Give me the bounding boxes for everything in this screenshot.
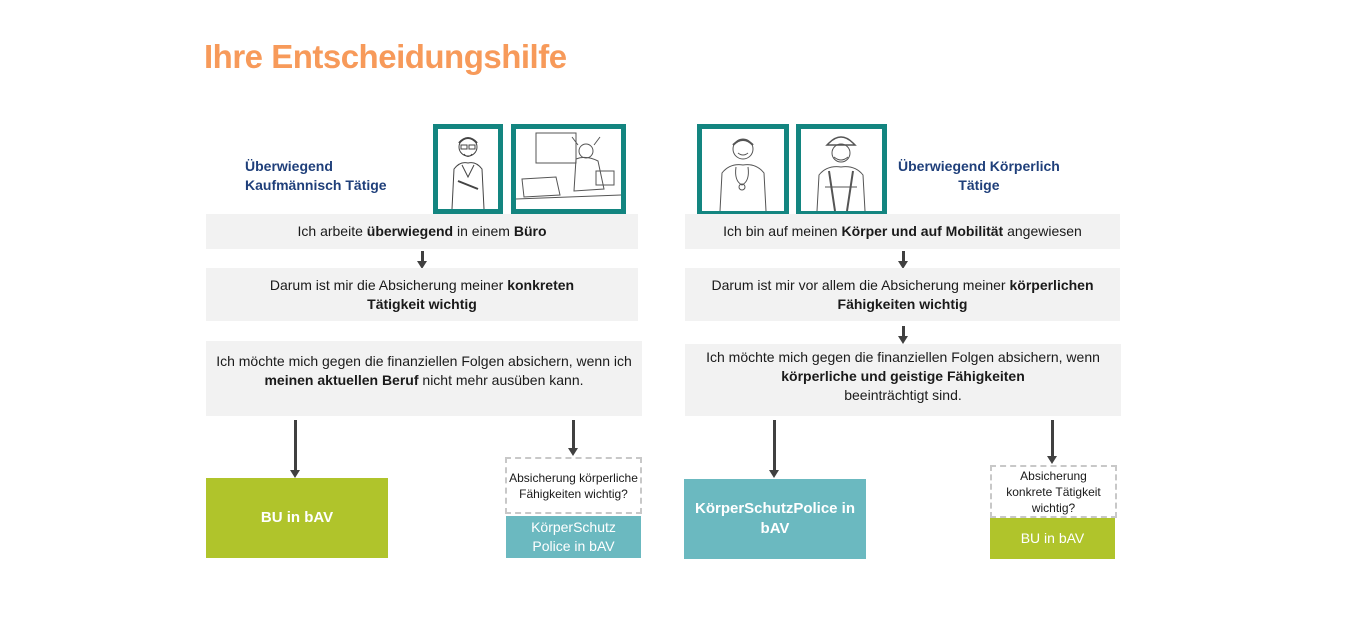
left-arrow-main (290, 420, 300, 478)
construction-worker-portrait-icon (796, 124, 887, 216)
page-title: Ihre Entscheidungshilfe (204, 38, 567, 75)
right-consequence-statement: Ich möchte mich gegen die finanziellen F… (685, 344, 1121, 416)
right-arrow-alt (1047, 420, 1057, 464)
left-result-bu-in-bav: BU in bAV (206, 478, 388, 558)
right-result-koerperschutzpolice: KörperSchutzPolice in bAV (684, 479, 866, 559)
right-body-statement: Ich bin auf meinen Körper und auf Mobili… (685, 214, 1120, 249)
right-arrow-1 (898, 251, 908, 269)
left-result-koerperschutz: KörperSchutz Police in bAV (506, 516, 641, 558)
office-desk-scene-icon (511, 124, 626, 214)
office-worker-portrait-icon (433, 124, 503, 214)
right-arrow-2 (898, 326, 908, 344)
left-office-statement: Ich arbeite überwiegend in einem Büro (206, 214, 638, 249)
nurse-portrait-icon (697, 124, 789, 216)
right-arrow-main (769, 420, 779, 478)
left-arrow-1 (417, 251, 427, 269)
right-heading: Überwiegend Körperlich Tätige (898, 158, 1060, 193)
left-arrow-alt (568, 420, 578, 456)
left-heading: Überwiegend Kaufmännisch Tätige (245, 158, 387, 193)
right-protection-statement: Darum ist mir vor allem die Absicherung … (685, 268, 1120, 321)
right-result-bu-in-bav: BU in bAV (990, 518, 1115, 559)
left-protection-statement: Darum ist mir die Absicherung meiner kon… (206, 268, 638, 321)
left-consequence-statement: Ich möchte mich gegen die finanziellen F… (206, 341, 642, 416)
right-question-box: Absicherung konkrete Tätigkeit wichtig? (990, 465, 1117, 518)
left-question-box: Absicherung körperliche Fähigkeiten wich… (505, 457, 642, 514)
